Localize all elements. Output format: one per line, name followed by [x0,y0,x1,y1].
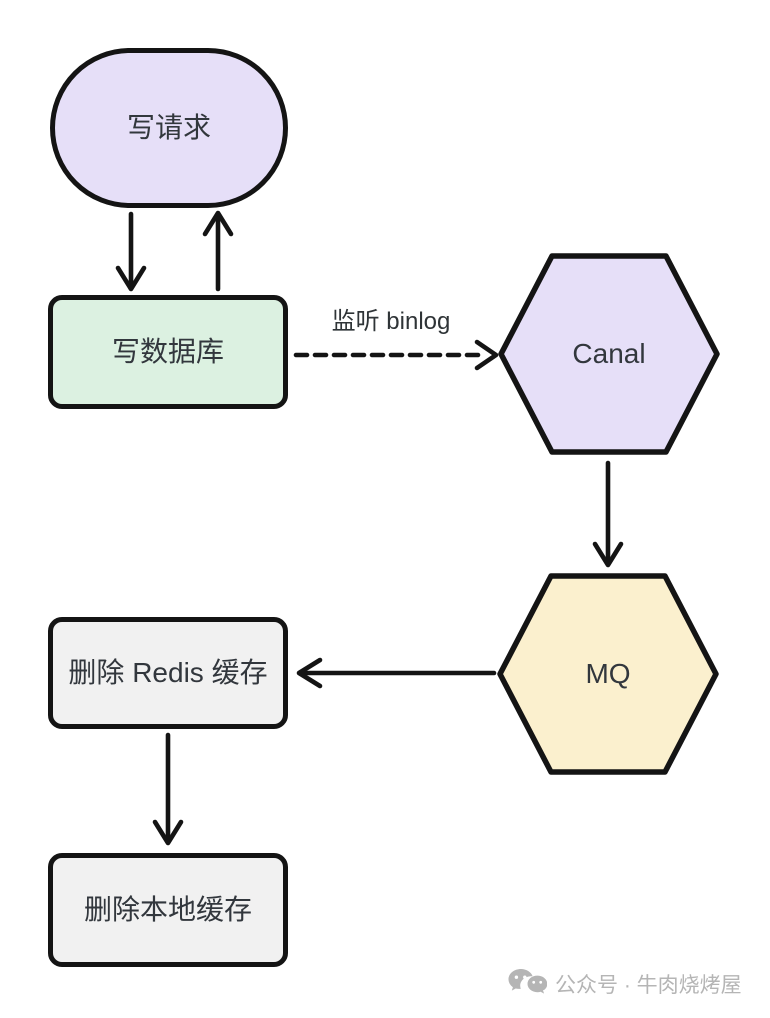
node-delete-local-cache: 删除本地缓存 [48,853,288,967]
arrow-canal-to-mq [592,460,624,568]
node-write-db: 写数据库 [48,295,288,409]
watermark: 公众号 · 牛肉烧烤屋 [507,968,742,1000]
arrow-write-db-to-request [202,210,234,292]
node-mq-label: MQ [585,658,631,690]
arrow-binlog-dashed [293,339,499,371]
node-write-request-label: 写请求 [126,112,211,144]
arrow-mq-to-delete-redis [296,657,497,689]
wechat-icon [508,969,547,994]
hexagon-shape-mq [497,573,719,775]
node-write-db-label: 写数据库 [111,336,224,368]
node-delete-local-cache-label: 删除本地缓存 [83,894,252,926]
node-write-request: 写请求 [50,48,288,208]
edge-label-binlog: 监听 binlog [331,308,451,335]
arrow-write-request-to-db [115,211,147,292]
node-canal: Canal [498,253,720,455]
hexagon-shape-canal [498,253,720,455]
arrow-delete-redis-to-local [152,732,184,846]
node-canal-label: Canal [572,338,646,370]
watermark-text: 公众号 · 牛肉烧烤屋 [555,974,742,997]
node-mq: MQ [497,573,719,775]
node-delete-redis-cache: 删除 Redis 缓存 [48,617,288,729]
node-delete-redis-cache-label: 删除 Redis 缓存 [68,657,268,689]
